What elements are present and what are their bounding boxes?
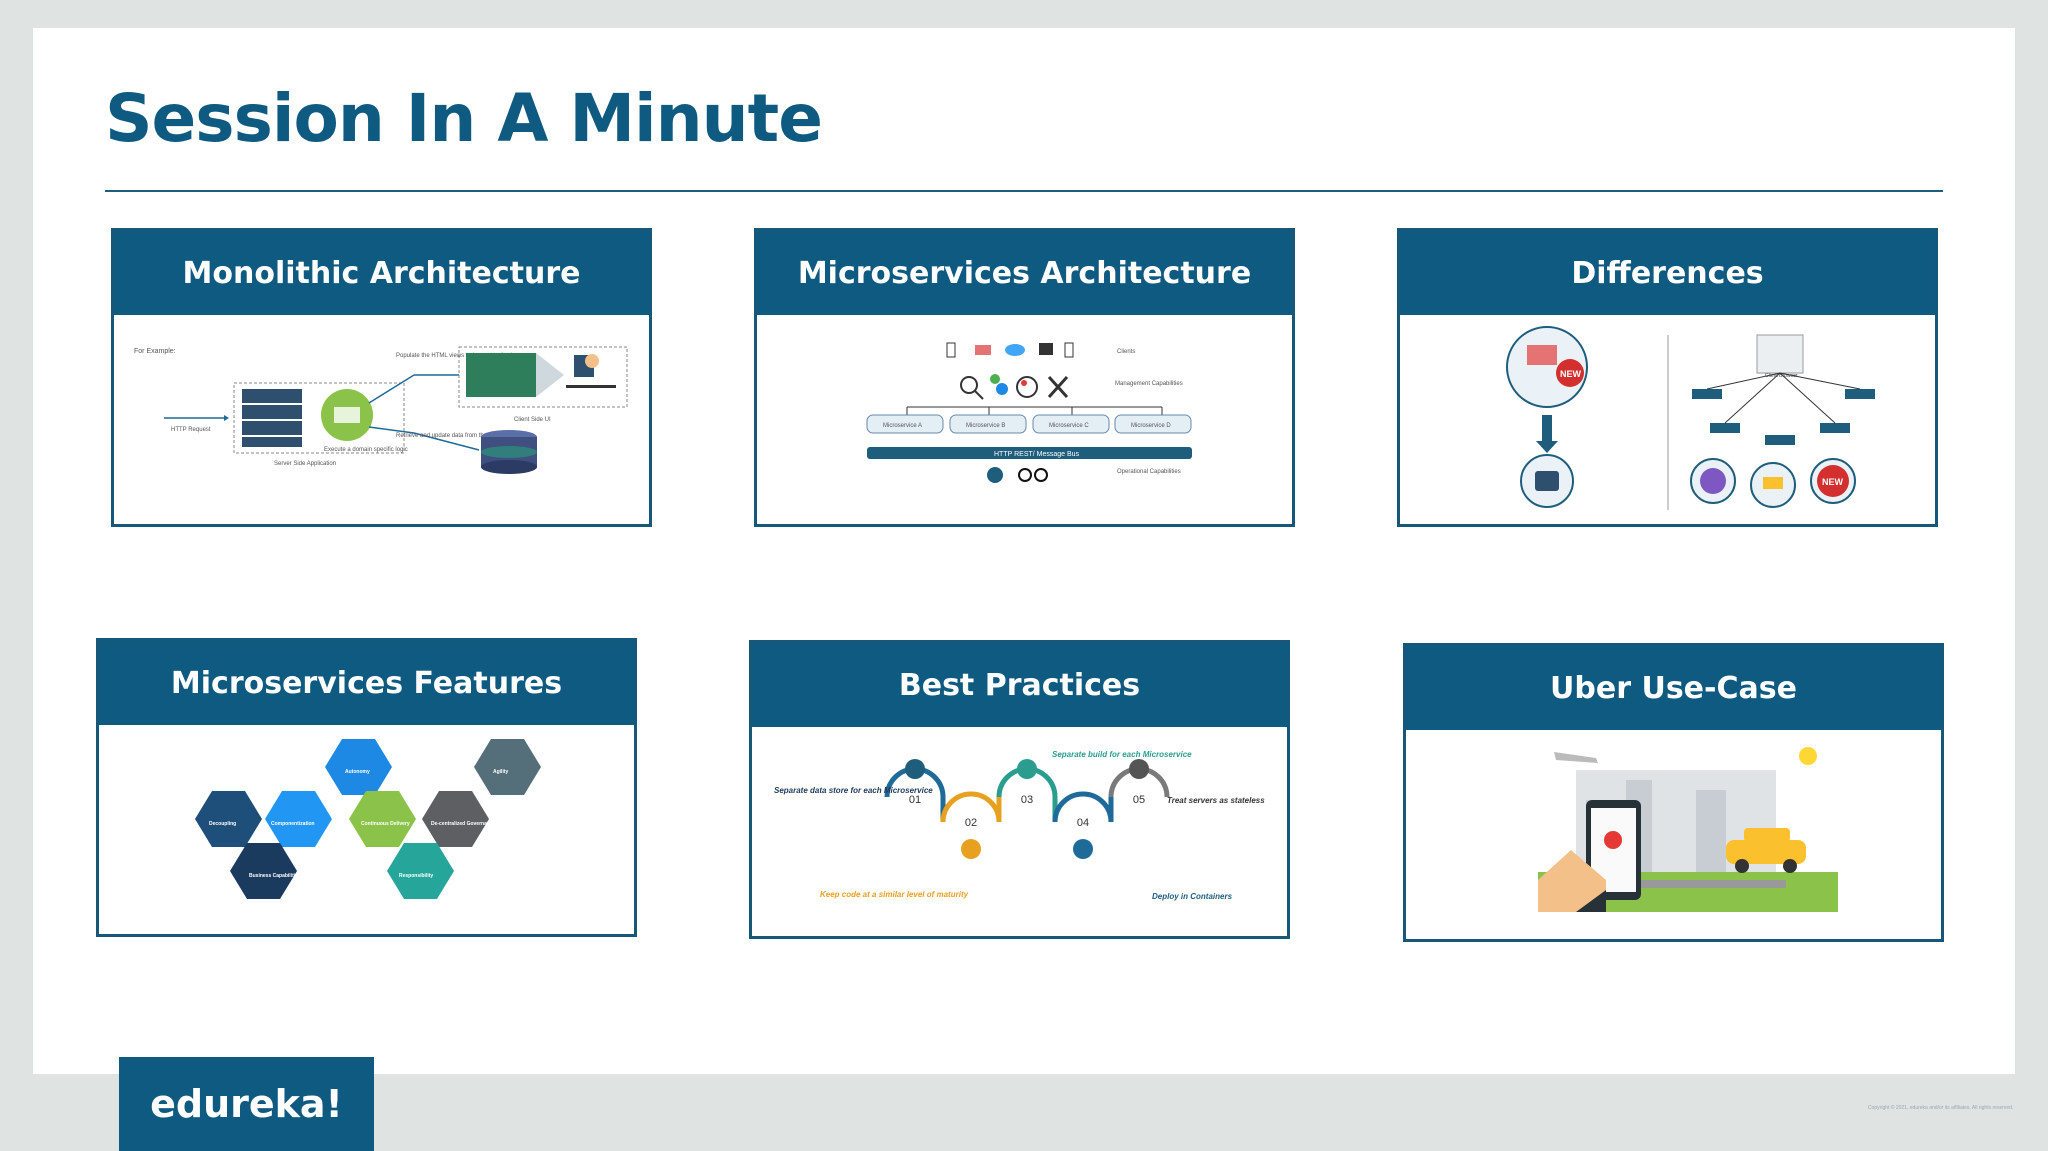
card-best-practices[interactable]: Best Practices 01 02 03 04 05 Separate d… [749, 640, 1290, 939]
svg-text:Client Side UI: Client Side UI [514, 417, 551, 423]
svg-text:03: 03 [1021, 794, 1033, 806]
svg-text:Retrieve and update data from: Retrieve and update data from the databa… [396, 433, 514, 439]
svg-text:Agility: Agility [493, 769, 508, 775]
svg-text:Treat servers as stateless: Treat servers as stateless [1167, 796, 1265, 805]
svg-text:Componentization: Componentization [271, 821, 315, 827]
svg-text:Business Capabilities: Business Capabilities [249, 873, 301, 879]
svg-text:Continuous Delivery: Continuous Delivery [361, 821, 410, 827]
svg-text:NEW: NEW [1560, 369, 1582, 379]
card-differences[interactable]: Differences NEW Client Browser [1397, 228, 1938, 527]
svg-text:Management Capabilities: Management Capabilities [1115, 381, 1183, 387]
svg-text:Microservice B: Microservice B [966, 423, 1005, 429]
svg-text:02: 02 [965, 817, 977, 829]
card-uber-use-case-title: Uber Use-Case [1406, 646, 1941, 730]
card-differences-title: Differences [1400, 231, 1935, 315]
card-microservices-features[interactable]: Microservices Features Autonomy Agility … [96, 638, 637, 937]
card-microservices-architecture[interactable]: Microservices Architecture Clients Manag… [754, 228, 1295, 527]
svg-text:Client Browser: Client Browser [1765, 373, 1798, 379]
card-monolithic-title: Monolithic Architecture [114, 231, 649, 315]
svg-text:Decoupling: Decoupling [209, 821, 236, 827]
svg-text:NEW: NEW [1822, 477, 1844, 487]
svg-text:Operational Capabilities: Operational Capabilities [1117, 469, 1181, 475]
svg-text:Separate data store for each M: Separate data store for each Microservic… [774, 786, 933, 795]
svg-text:01: 01 [909, 794, 921, 806]
best-practices-diagram: 01 02 03 04 05 Separate data store for e… [752, 727, 1287, 936]
svg-text:Populate the HTML views to be: Populate the HTML views to be sent to th… [396, 353, 532, 359]
card-uber-use-case[interactable]: Uber Use-Case [1403, 643, 1944, 942]
card-monolithic[interactable]: Monolithic Architecture For Example: HTT… [111, 228, 652, 527]
features-diagram: Autonomy Agility Decoupling Componentiza… [99, 725, 634, 934]
svg-text:For Example:: For Example: [134, 348, 176, 355]
svg-text:De-centralized Governance: De-centralized Governance [431, 821, 496, 827]
svg-text:Responsibility: Responsibility [399, 873, 433, 879]
monolithic-diagram: For Example: HTTP Request Execute a doma… [114, 315, 649, 524]
page-title: Session In A Minute [105, 80, 823, 157]
differences-diagram: NEW Client Browser NEW [1400, 315, 1935, 524]
svg-text:Server Side Application: Server Side Application [274, 461, 336, 467]
svg-text:HTTP Request: HTTP Request [171, 427, 211, 433]
svg-text:Microservice D: Microservice D [1131, 423, 1171, 429]
svg-text:04: 04 [1077, 817, 1089, 829]
card-microservices-features-title: Microservices Features [99, 641, 634, 725]
svg-text:Microservice C: Microservice C [1049, 423, 1089, 429]
svg-text:05: 05 [1133, 794, 1145, 806]
svg-text:Deploy in Containers: Deploy in Containers [1152, 892, 1233, 901]
card-microservices-architecture-title: Microservices Architecture [757, 231, 1292, 315]
svg-text:Autonomy: Autonomy [345, 769, 370, 775]
svg-text:HTTP REST/ Message Bus: HTTP REST/ Message Bus [994, 451, 1080, 458]
edureka-logo: edureka! [119, 1057, 374, 1151]
svg-text:Separate build for each Micros: Separate build for each Microservice [1052, 750, 1192, 759]
execute-label: Execute a domain specific logic [324, 447, 408, 453]
title-divider [105, 190, 1943, 192]
svg-text:Clients: Clients [1117, 349, 1135, 355]
microservices-architecture-diagram: Clients Management Capabilities Microser… [757, 315, 1292, 524]
uber-illustration [1406, 730, 1941, 939]
copyright-text: Copyright © 2021, edureka and/or its aff… [1868, 1105, 2014, 1111]
svg-text:Keep code at a similar level o: Keep code at a similar level of maturity [820, 890, 969, 899]
svg-text:Microservice A: Microservice A [883, 423, 922, 429]
card-best-practices-title: Best Practices [752, 643, 1287, 727]
